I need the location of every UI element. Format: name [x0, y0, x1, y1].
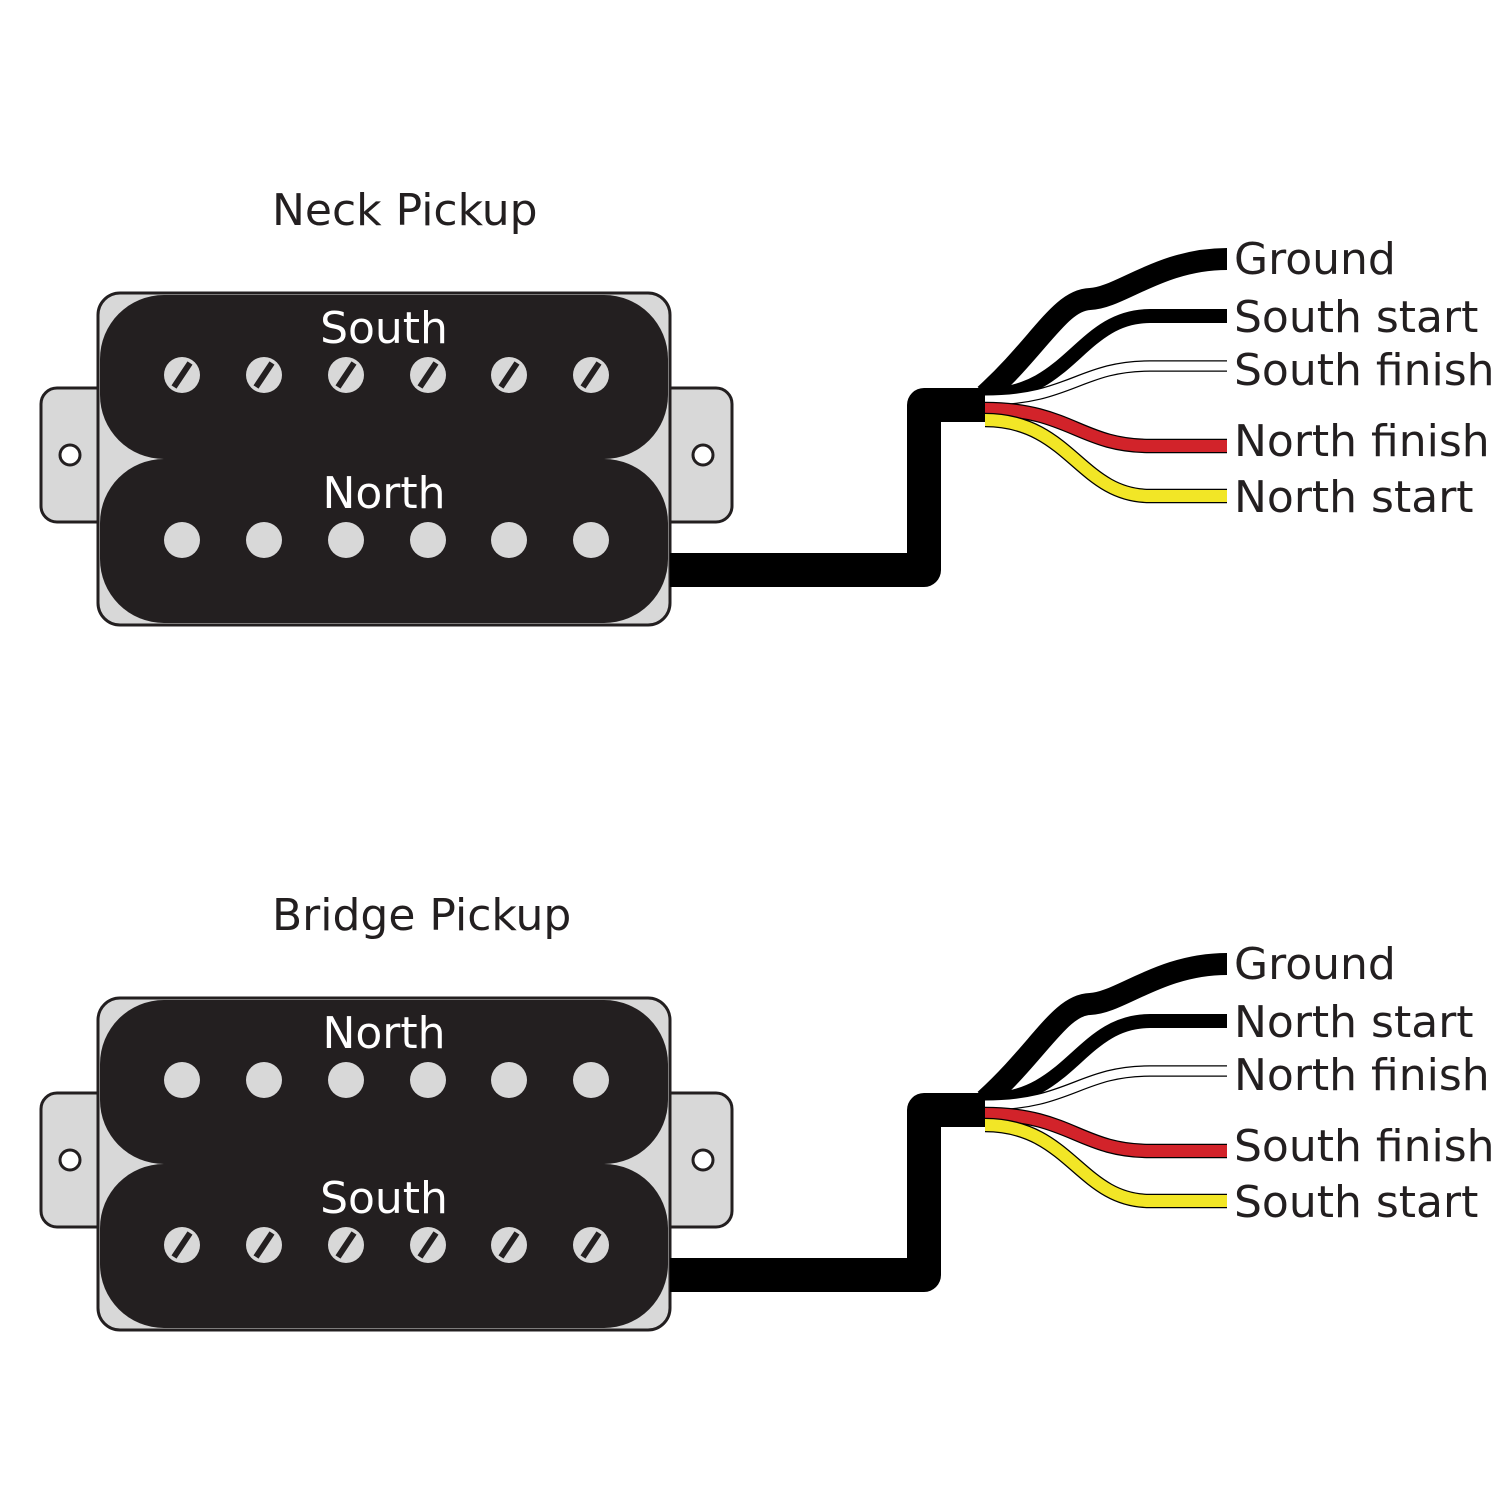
wire-black [984, 309, 1227, 402]
wire-label: South finish [1234, 1121, 1495, 1172]
round-pole-piece [573, 522, 609, 558]
wire-label: South start [1234, 292, 1478, 343]
round-pole-piece [164, 1062, 200, 1098]
bottom-coil-bobbin [100, 459, 668, 623]
pickup-title: Neck Pickup [272, 185, 538, 236]
wire-red [984, 403, 1227, 452]
top-coil-label: North [322, 1008, 445, 1059]
round-pole-piece [410, 522, 446, 558]
screw-slot [253, 1231, 275, 1259]
round-pole-piece [410, 1062, 446, 1098]
wire-label: North start [1234, 472, 1474, 523]
wire-yellow [984, 414, 1227, 502]
bottom-coil-label: North [322, 468, 445, 519]
wire-white [984, 361, 1227, 405]
round-pole-piece [573, 1062, 609, 1098]
round-pole-piece [491, 522, 527, 558]
main-cable [670, 388, 985, 587]
wire-label: South start [1234, 1177, 1478, 1228]
wire-label: South finish [1234, 345, 1495, 396]
mounting-hole-left [58, 443, 82, 467]
top-coil-bobbin [100, 295, 668, 459]
screw-slot [417, 361, 439, 389]
pickup-title: Bridge Pickup [272, 890, 571, 941]
round-pole-piece [164, 522, 200, 558]
screw-slot [417, 1231, 439, 1259]
wire-label: North finish [1234, 1050, 1490, 1101]
bottom-coil-bobbin [100, 1164, 668, 1328]
wire-yellow [984, 1119, 1227, 1207]
mounting-hole-left [58, 1148, 82, 1172]
round-pole-piece [328, 1062, 364, 1098]
screw-slot [580, 361, 602, 389]
screw-slot [335, 361, 357, 389]
screw-slot [171, 1231, 193, 1259]
screw-slot [171, 361, 193, 389]
screw-slot [498, 1231, 520, 1259]
screw-slot [498, 361, 520, 389]
round-pole-piece [491, 1062, 527, 1098]
mounting-hole-right [691, 1148, 715, 1172]
screw-slot [253, 361, 275, 389]
bottom-coil-label: South [320, 1173, 448, 1224]
wire-red [984, 1108, 1227, 1157]
round-pole-piece [328, 522, 364, 558]
wire-black [984, 1014, 1227, 1107]
mounting-hole-right [691, 443, 715, 467]
wire-label: Ground [1234, 234, 1396, 285]
top-coil-label: South [320, 303, 448, 354]
wire-black [977, 953, 1228, 1109]
screw-slot [335, 1231, 357, 1259]
round-pole-piece [246, 1062, 282, 1098]
wire-white [984, 1066, 1227, 1110]
wire-label: North finish [1234, 416, 1490, 467]
wire-label: Ground [1234, 939, 1396, 990]
screw-slot [580, 1231, 602, 1259]
top-coil-bobbin [100, 1000, 668, 1164]
main-cable [670, 1093, 985, 1292]
wire-label: North start [1234, 997, 1474, 1048]
round-pole-piece [246, 522, 282, 558]
wire-black [977, 248, 1228, 404]
